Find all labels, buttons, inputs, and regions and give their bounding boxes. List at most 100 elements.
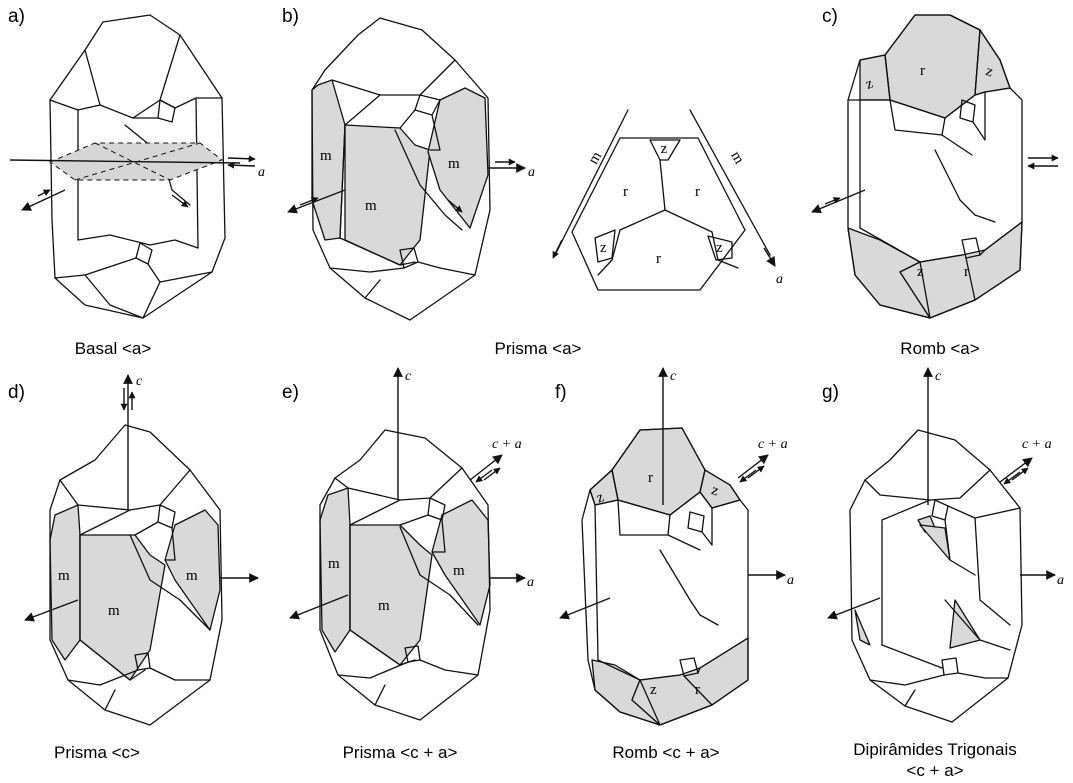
crystal-edge: [948, 506, 1020, 518]
c-plus-a-arrow: [1000, 458, 1032, 482]
shear-arrow: [553, 240, 562, 258]
face-label-z: z: [716, 240, 723, 256]
crystal-edge: [196, 98, 198, 248]
face-label-z: z: [917, 264, 924, 280]
crystal-edge: [595, 505, 598, 660]
prism-edge: [690, 110, 770, 255]
face-label-r: r: [695, 682, 700, 698]
face-label-m: m: [320, 148, 332, 164]
face-m-center: [80, 535, 165, 680]
crystal-edge: [400, 110, 415, 128]
c-plus-a-label: c + a: [758, 437, 788, 452]
crystal-edge: [660, 550, 718, 625]
crystal-edge: [330, 268, 404, 272]
panel-a-caption: Basal <a>: [75, 339, 152, 358]
panel-e-caption: Prisma <c + a>: [343, 743, 458, 762]
face-label-m: m: [58, 568, 70, 584]
crystal-edge: [60, 470, 190, 510]
panel-f-label: f): [555, 382, 567, 403]
panel-b-label: b): [282, 6, 299, 27]
crystal-edge: [428, 498, 445, 520]
panel-d-caption: Prisma <c>: [54, 743, 140, 762]
crystal-edge: [332, 60, 455, 95]
panel-b-caption: Prisma <a>: [495, 339, 582, 358]
crystal-edge: [158, 100, 175, 122]
shear-arrow: [740, 470, 756, 482]
face-label-r: r: [623, 184, 628, 200]
c-axis-label: c: [405, 369, 412, 384]
a-axis-arrow: [828, 598, 880, 618]
a-axis-label: a: [528, 165, 535, 180]
a-axis-label: a: [258, 165, 265, 180]
face-label-m: m: [585, 149, 605, 167]
crystal-edge: [870, 675, 944, 685]
crystal-edge: [932, 500, 948, 520]
a-axis-label: a: [527, 575, 534, 590]
crystal-edge: [55, 258, 136, 278]
face-label-m: m: [328, 556, 340, 572]
panel-c-caption: Romb <a>: [900, 339, 979, 358]
a-axis-label: a: [1057, 573, 1064, 588]
c-plus-a-label: c + a: [492, 437, 522, 452]
face-label-r: r: [656, 251, 661, 267]
crystal-edge: [158, 505, 175, 528]
face-label-z: z: [661, 141, 668, 157]
crystal-edge: [945, 520, 975, 575]
crystal-edge: [365, 280, 380, 298]
crystal-edge: [135, 522, 158, 535]
crystal-edge: [78, 235, 198, 248]
crystal-edge: [148, 264, 212, 282]
crystal-edge: [105, 690, 115, 710]
face-label-m: m: [727, 149, 747, 167]
c-plus-a-label: c + a: [1022, 437, 1052, 452]
face-label-r: r: [695, 184, 700, 200]
panel-c: c) r z z z r Romb <a>: [812, 6, 1058, 358]
shear-arrow: [228, 165, 255, 166]
face-trigonal-lower: [950, 600, 980, 648]
crystal-edge: [973, 92, 985, 140]
r-boundary: [665, 210, 712, 232]
c-axis-label: c: [136, 374, 143, 389]
face-label-z: z: [650, 682, 657, 698]
crystal-edge: [942, 658, 958, 675]
panel-d: d) c m m m Prisma <c>: [8, 374, 258, 762]
face-trigonal-left: [855, 610, 870, 645]
c-plus-a-arrow: [470, 455, 502, 480]
panel-e-label: e): [282, 382, 299, 403]
a-axis-label: a: [787, 573, 794, 588]
crystal-edge: [338, 662, 408, 678]
panel-g-caption: Dipirâmides Trigonais: [853, 740, 1016, 759]
panel-b: b) m m m a: [282, 6, 535, 320]
panel-g: g) c c + a a Dipirâmides Trigonais <c + …: [822, 368, 1064, 780]
face-z-top-right: [975, 30, 1010, 95]
crystal-edge: [958, 673, 1008, 678]
shear-arrow: [1012, 468, 1028, 480]
panel-f: f) c c + a r z z z r a Romb <c + a: [555, 368, 794, 762]
crystal-edge: [415, 95, 440, 115]
crystal-edge: [905, 690, 915, 706]
face-label-m: m: [186, 568, 198, 584]
prism-edge: [555, 110, 628, 255]
panel-a-label: a): [8, 6, 25, 27]
crystal-edge: [935, 150, 995, 222]
crystal-edge: [136, 243, 152, 264]
crystal-edge: [150, 668, 210, 680]
face-m-center: [345, 125, 430, 265]
panel-a: a) a Basal <a>: [8, 6, 265, 358]
top-view-hexagon: z r r r z z m m a Prisma <a>: [495, 110, 783, 358]
crystal-edge: [882, 645, 942, 668]
crystal-edge: [702, 508, 712, 545]
face-label-m: m: [365, 198, 377, 214]
crystal-edge: [688, 512, 704, 532]
shear-arrow: [228, 158, 255, 159]
a-axis-arrow: [764, 248, 775, 266]
face-label-r: r: [964, 264, 969, 280]
shear-arrow: [38, 190, 50, 196]
face-m-center: [350, 525, 432, 665]
panel-e: e) c c + a m m m a Prisma <c + a>: [282, 368, 534, 762]
crystal-edge: [942, 118, 972, 155]
crystal-edge: [418, 262, 475, 275]
c-axis-label: c: [935, 369, 942, 384]
